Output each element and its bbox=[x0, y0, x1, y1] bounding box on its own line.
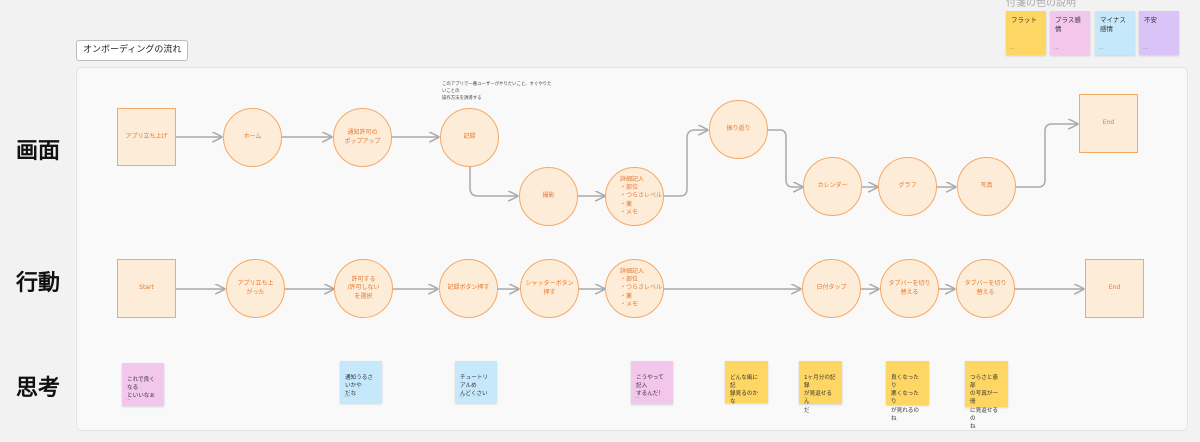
note-footer: ... bbox=[1010, 45, 1015, 51]
legend-note-plus[interactable]: プラス感情... bbox=[1050, 11, 1090, 55]
note-footer: ... bbox=[344, 392, 349, 399]
screen-node-review[interactable]: 振り返り bbox=[709, 100, 768, 159]
row-label-screen: 画面 bbox=[16, 139, 61, 164]
action-node-shutter[interactable]: シャッターボタン 押す bbox=[520, 259, 579, 318]
row-label-action: 行動 bbox=[16, 271, 61, 296]
action-node-allow-deny[interactable]: 許可する /許可しない を選択 bbox=[334, 259, 393, 318]
screen-node-photo[interactable]: 写真 bbox=[957, 157, 1016, 216]
note-footer: ... bbox=[635, 393, 640, 400]
note-text: 1ヶ月分の記録 が見返せるん だ bbox=[804, 375, 836, 414]
screen-node-end[interactable]: End bbox=[1079, 94, 1138, 153]
legend-note-anxiety[interactable]: 不安... bbox=[1139, 11, 1179, 55]
legend-label: マイナス感情 bbox=[1100, 16, 1126, 34]
screen-node-home[interactable]: ホーム bbox=[223, 108, 282, 167]
thought-note[interactable]: 良くなったり 悪くなったり が見れるのね... bbox=[886, 361, 929, 422]
connector bbox=[663, 130, 707, 197]
board-title[interactable]: オンボーディングの流れ bbox=[76, 40, 189, 61]
note-footer: ... bbox=[1143, 45, 1148, 51]
legend-label: プラス感情 bbox=[1055, 16, 1081, 34]
legend-note-flat[interactable]: フラット... bbox=[1006, 11, 1046, 55]
legend-label: 不安 bbox=[1144, 16, 1157, 24]
note-text: 良くなったり 悪くなったり が見れるのね bbox=[891, 375, 919, 422]
screen-node-notify-popup[interactable]: 通知許可の ポップアップ bbox=[333, 108, 392, 167]
action-node-tabbar-switch-2[interactable]: タブバーを切り 替える bbox=[956, 259, 1015, 318]
thought-note[interactable]: どんな風に記 録見るのかな... bbox=[725, 361, 768, 406]
legend-note-minus[interactable]: マイナス感情... bbox=[1095, 11, 1135, 55]
note-footer: ... bbox=[803, 393, 808, 400]
connector bbox=[469, 166, 517, 196]
legend-title: 付箋の色の説明 bbox=[1006, 0, 1076, 9]
thought-note[interactable]: 1ヶ月分の記録 が見返せるん だ... bbox=[799, 361, 842, 414]
screen-node-graph[interactable]: グラフ bbox=[878, 157, 937, 216]
thought-note[interactable]: 通知うるさいかや だな... bbox=[340, 361, 382, 403]
action-node-end[interactable]: End bbox=[1085, 259, 1144, 318]
note-text: これで良くなる といいなぁ bbox=[127, 377, 155, 400]
note-text: こうやって記入 するんだ！ bbox=[636, 375, 664, 398]
screen-node-calendar[interactable]: カレンダー bbox=[803, 157, 862, 216]
thought-note[interactable]: こうやって記入 するんだ！... bbox=[631, 361, 673, 404]
thought-note[interactable]: これで良くなる といいなぁ... bbox=[122, 363, 164, 406]
action-node-record-button[interactable]: 記録ボタン押す bbox=[439, 259, 498, 318]
note-footer: ... bbox=[126, 395, 131, 402]
note-footer: ... bbox=[459, 392, 464, 399]
screen-node-shoot[interactable]: 撮影 bbox=[519, 167, 578, 226]
node-label: 詳細記入 ・部位 ・つらさレベル ・薬 ・メモ bbox=[620, 268, 663, 308]
note-footer: ... bbox=[890, 394, 895, 401]
action-node-tabbar-switch-1[interactable]: タブバーを切り 替える bbox=[880, 259, 939, 318]
note-text: どんな風に記 録見るのかな bbox=[730, 375, 758, 406]
connector bbox=[1016, 124, 1077, 188]
connector bbox=[766, 129, 802, 187]
note-footer: ... bbox=[729, 392, 734, 399]
screen-node-app-launch[interactable]: アプリ立ち上げ bbox=[117, 108, 176, 166]
action-node-start[interactable]: Start bbox=[117, 259, 176, 318]
annotation-text: このアプリで一番ユーザーがやりたいこと、すぐやりたいことの 操作方法を誘導する bbox=[442, 82, 552, 101]
note-footer: ... bbox=[969, 396, 974, 403]
row-label-thought: 思考 bbox=[16, 376, 61, 401]
thought-note[interactable]: チュートリアルめ んどくさい... bbox=[455, 361, 497, 403]
note-text: チュートリアルめ んどくさい bbox=[460, 375, 488, 398]
node-label: 詳細記入 ・部位 ・つらさレベル ・薬 ・メモ bbox=[620, 176, 663, 216]
thought-note[interactable]: つらさと患部 の写真が一冊 に見返せるの ね... bbox=[965, 361, 1008, 430]
screen-node-record[interactable]: 記録 bbox=[440, 108, 499, 167]
note-text: つらさと患部 の写真が一冊 に見返せるの ね bbox=[970, 375, 998, 430]
legend-label: フラット bbox=[1011, 16, 1037, 24]
note-footer: ... bbox=[1099, 45, 1104, 51]
action-node-detail-input[interactable]: 詳細記入 ・部位 ・つらさレベル ・薬 ・メモ bbox=[605, 259, 664, 318]
screen-node-detail-input[interactable]: 詳細記入 ・部位 ・つらさレベル ・薬 ・メモ bbox=[605, 167, 664, 226]
note-footer: ... bbox=[1054, 45, 1059, 51]
note-text: 通知うるさいかや だな bbox=[345, 375, 373, 398]
action-node-date-tap[interactable]: 日付タップ bbox=[802, 259, 861, 318]
action-node-app-launched[interactable]: アプリ立ち上 がった bbox=[226, 259, 285, 318]
